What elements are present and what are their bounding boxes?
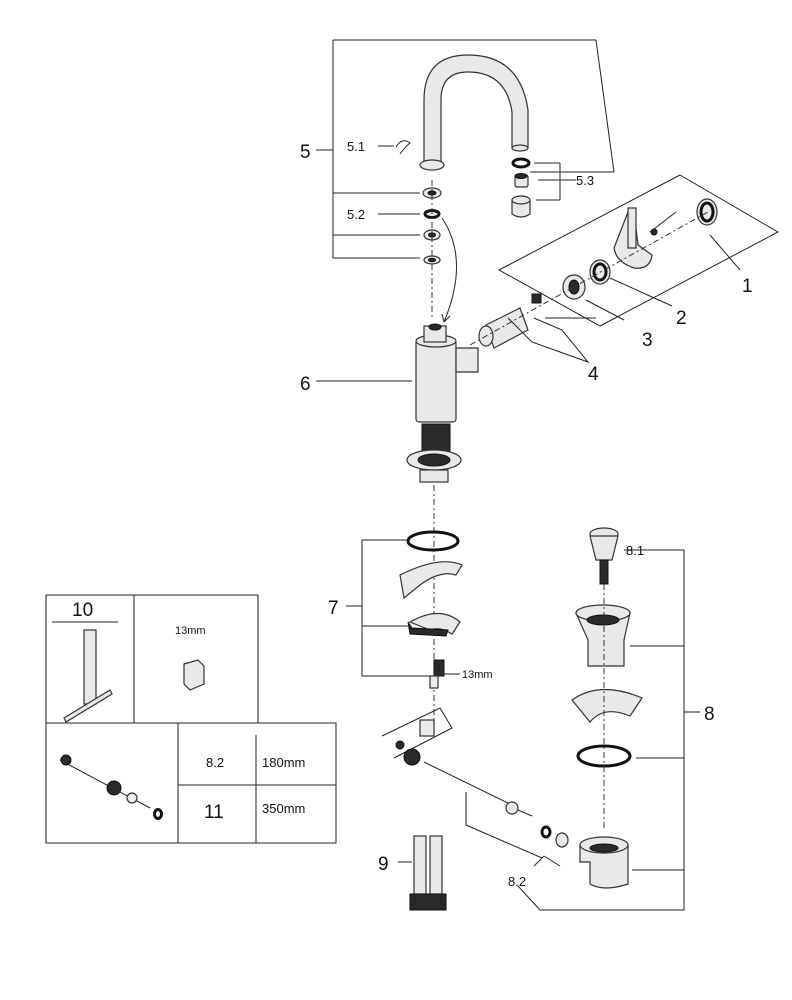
callout-8: 8 [704,704,715,725]
rod-o-ring [540,825,552,839]
callout-1: 1 [742,276,753,297]
body-cylinder [415,339,457,423]
waste-set [517,527,700,911]
callout-7: 7 [328,598,339,619]
callout-8-2: 8.2 [508,874,526,889]
mounting-gasket [399,561,463,600]
callout-5: 5 [300,142,311,163]
callout-5-2: 5.2 [347,207,365,222]
fixing-nut [433,659,445,677]
waste-gasket [571,688,643,723]
tap-body [316,323,479,483]
socket-13mm [183,659,205,691]
nut-size-label: 13mm [462,669,493,681]
extension-box [45,722,337,844]
aerator-washer [511,157,531,169]
mounting-o-ring [406,530,460,552]
flex-hoses [398,835,447,911]
callout-2: 2 [676,308,687,329]
linkage [381,707,569,867]
linkage-block [419,719,435,737]
callout-6: 6 [300,374,311,395]
callout-4: 4 [588,364,599,385]
pivot-ball [403,748,421,766]
tool-size-label: 13mm [175,625,206,637]
row2-length: 350mm [262,801,305,816]
pull-rod [423,761,519,809]
callout-5-3: 5.3 [576,173,594,188]
callout-10: 10 [72,600,93,621]
tool-box [45,594,259,724]
spout-assembly [316,39,615,323]
callout-3: 3 [642,330,653,351]
lever-stem [627,207,637,249]
cartridge [485,307,529,349]
row1-length: 180mm [262,755,305,770]
waste-tailpiece [579,844,629,889]
spanner-tool [83,629,97,705]
callout-8-1: 8.1 [626,543,644,558]
handle-assembly [469,174,780,364]
rod-nut [555,832,569,848]
aerator-housing [511,199,531,218]
spout-clip [395,140,411,155]
cartridge-stem [531,293,542,304]
callout-5-1: 5.1 [347,139,365,154]
callout-9: 9 [378,854,389,875]
hose-right [429,835,443,895]
row1-id: 8.2 [206,755,224,770]
row2-id: 11 [204,802,224,823]
hose-left [413,835,427,895]
mounting-kit [346,485,463,720]
